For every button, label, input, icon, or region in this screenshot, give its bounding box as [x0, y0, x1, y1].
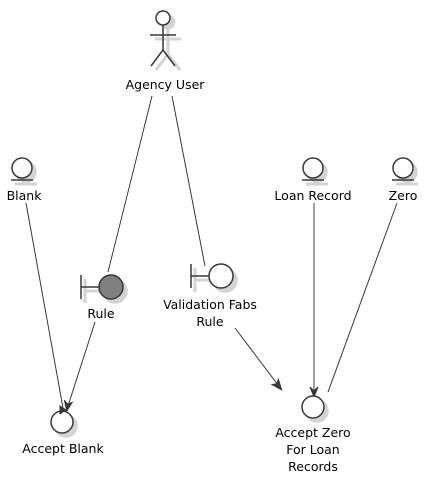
boundary-label-line-1: Validation Fabs: [163, 297, 257, 312]
edge-agency-user-validation-fabs-rule: [171, 95, 206, 267]
edge-rule-accept-blank: [63, 321, 96, 413]
actor-agency-user: Agency User: [126, 10, 206, 92]
entity-icon: [302, 157, 328, 186]
boundary-rule: Rule: [80, 274, 128, 321]
entity-label: Loan Record: [274, 188, 351, 203]
entity-loan-record: Loan Record: [274, 157, 352, 203]
edge-blank-accept-blank: [25, 202, 64, 409]
control-icon: [50, 405, 78, 438]
entity-label: Blank: [7, 188, 43, 203]
arrowhead-accept-blank: [63, 399, 74, 413]
stick-figure-icon: [150, 10, 176, 67]
boundary-label: Rule: [87, 306, 115, 321]
boundary-icon: [190, 263, 238, 293]
boundary-validation-fabs-rule: Validation Fabs Rule: [163, 263, 257, 329]
control-arrow-icon: [59, 405, 67, 415]
control-accept-blank: Accept Blank: [22, 405, 104, 456]
arrowhead-accept-zero-from-loan-record: [309, 386, 319, 399]
entity-icon: [11, 157, 37, 186]
boundary-icon: [80, 274, 128, 304]
actor-label: Agency User: [126, 77, 206, 92]
edges: [25, 95, 398, 413]
control-label-line-2: For Loan: [286, 442, 339, 457]
control-label-line-3: Records: [288, 459, 338, 474]
control-label: Accept Blank: [22, 441, 104, 456]
arrowhead-accept-zero-from-rule: [270, 377, 283, 391]
entity-blank: Blank: [7, 157, 43, 203]
edge-zero-accept-zero: [327, 202, 398, 393]
control-accept-zero: Accept Zero For Loan Records: [275, 395, 351, 474]
edge-agency-user-rule: [107, 95, 153, 273]
boundary-label-line-2: Rule: [196, 314, 224, 329]
control-label-line-1: Accept Zero: [275, 425, 350, 440]
edge-loan-record-accept-zero: [309, 203, 319, 399]
entity-zero: Zero: [389, 157, 418, 203]
edge-validation-fabs-rule-accept-zero: [234, 327, 283, 391]
entity-icon: [392, 157, 418, 186]
entity-label: Zero: [389, 188, 418, 203]
control-icon: [301, 395, 329, 423]
